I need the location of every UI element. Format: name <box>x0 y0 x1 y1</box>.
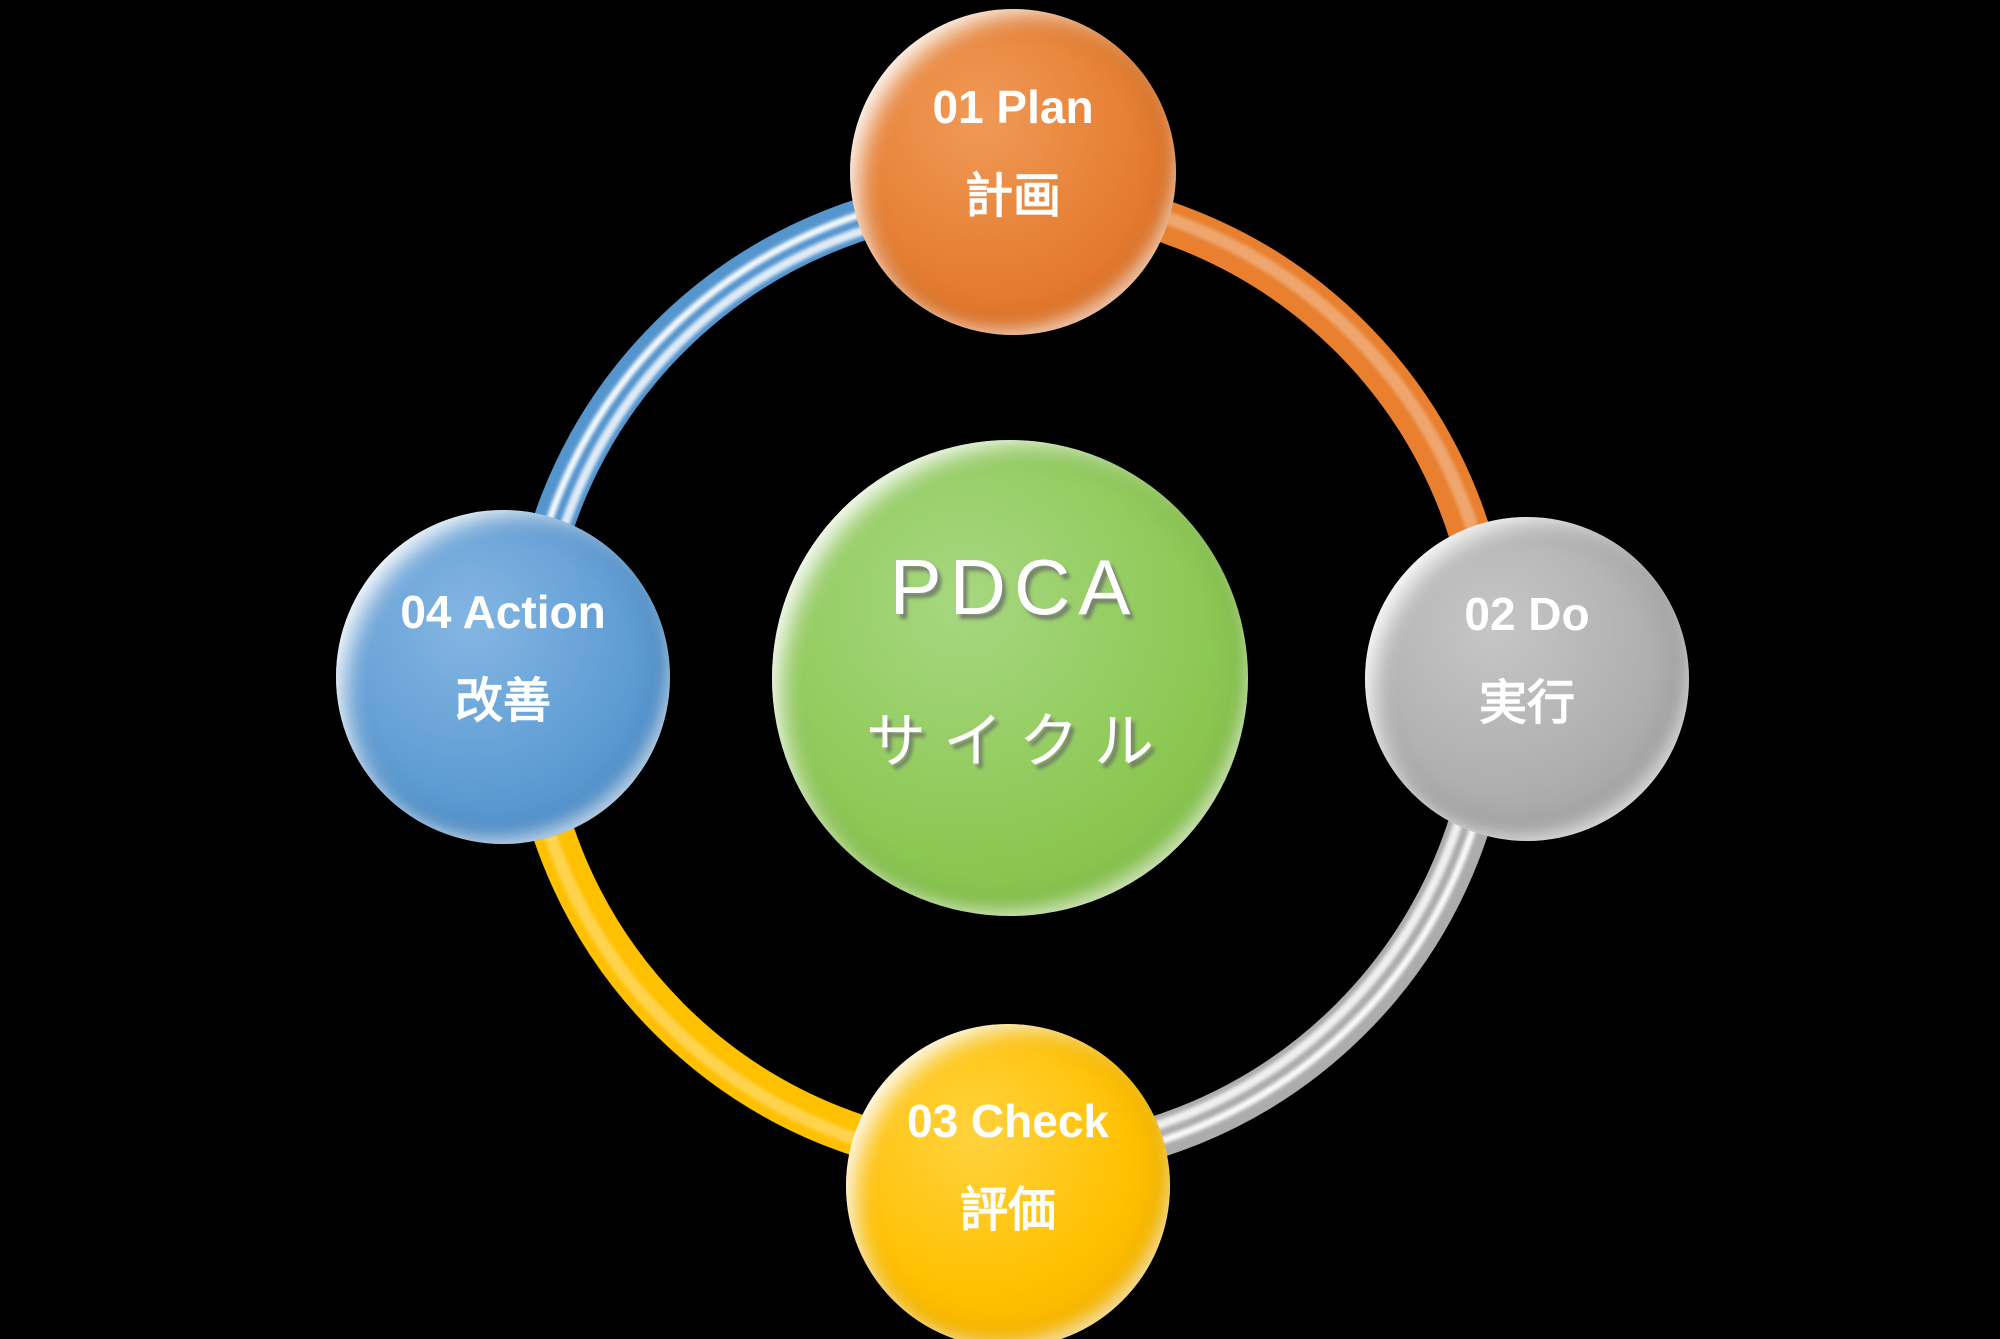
center-subtitle: サイクル <box>866 708 1171 775</box>
node-plan: 01 Plan 計画 <box>850 9 1176 335</box>
node-check: 03 Check 評価 <box>846 1024 1170 1339</box>
node-do-label: 02 Do <box>1464 587 1590 640</box>
node-plan-label: 01 Plan <box>932 80 1094 133</box>
node-action: 04 Action 改善 <box>336 510 670 844</box>
node-action-label: 04 Action <box>400 585 606 638</box>
node-plan-sublabel: 計画 <box>964 169 1061 223</box>
node-do: 02 Do 実行 <box>1365 517 1689 841</box>
center-title: PDCA <box>889 543 1139 631</box>
center-node: PDCA サイクル <box>772 440 1248 916</box>
node-check-sublabel: 評価 <box>959 1183 1056 1237</box>
node-action-sublabel: 改善 <box>454 674 551 728</box>
node-check-label: 03 Check <box>906 1094 1109 1147</box>
node-do-sublabel: 実行 <box>1478 676 1575 730</box>
